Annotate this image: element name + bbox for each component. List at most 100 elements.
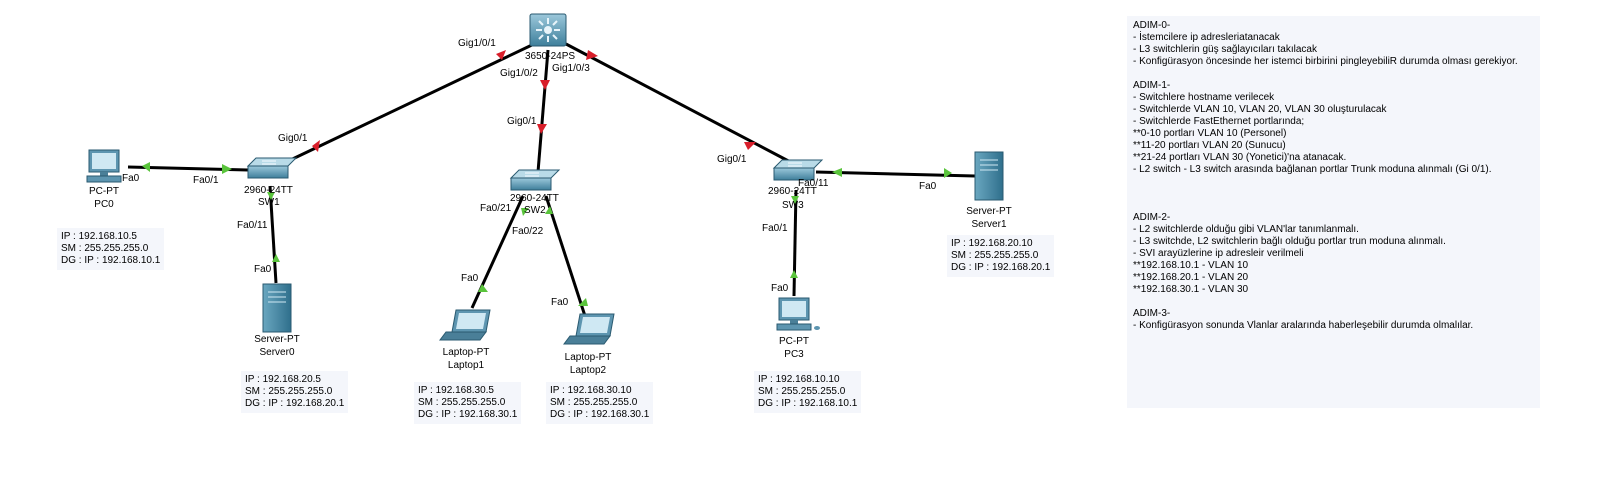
link-status-up [267,192,275,200]
server0-name-label: Server0 [259,347,295,358]
note-line: - Switchlerde FastEthernet portlarında; [1133,116,1305,127]
link-sw3-server1 [815,170,976,178]
server0-ip-info: IP : 192.168.20.5 SM : 255.255.255.0 DG … [241,371,349,413]
laptop2-ip-info: IP : 192.168.30.10 SM : 255.255.255.0 DG… [546,382,654,424]
note-line: **192.168.20.1 - VLAN 20 [1133,272,1249,283]
pc3-name-label: PC3 [784,349,804,360]
link-status-down [537,124,547,134]
pc-icon[interactable] [86,149,122,183]
server1-ip-info: IP : 192.168.20.10 SM : 255.255.255.0 DG… [947,235,1055,277]
note-line: **0-10 portları VLAN 10 (Personel) [1133,128,1287,139]
instructions-note: ADIM-0-- İstemcilere ip adresleriatanaca… [1127,16,1540,408]
port-label: Fa0/22 [512,226,544,237]
note-line: - Switchlere hostname verilecek [1133,92,1275,103]
note-line: - L2 switchlerde olduğu gibi VLAN'lar ta… [1133,224,1359,235]
server-icon[interactable] [262,283,292,333]
gateway-line: DG : IP : 192.168.10.1 [758,398,858,409]
note-line: ADIM-0- [1133,20,1171,31]
note-line [1133,200,1534,212]
switch-icon[interactable] [246,157,298,179]
note-line [1133,68,1534,80]
port-label: Gig1/0/1 [458,38,496,49]
laptop1-name-label: Laptop1 [447,360,485,371]
subnet-line: SM : 255.255.255.0 [61,243,149,254]
note-line: **21-24 portları VLAN 30 (Yonetici)'na a… [1133,152,1347,163]
gateway-line: DG : IP : 192.168.30.1 [418,409,518,420]
link-status-up [222,164,232,174]
port-label: Gig0/1 [507,116,537,127]
switch-icon[interactable] [509,169,561,191]
note-line: - Konfigürasyon sonunda Vlanlar araların… [1133,320,1474,331]
ip-line: IP : 192.168.30.5 [418,385,494,396]
sw3-model-label: 2960-24TT [768,186,817,197]
pc0-name-label: PC0 [94,199,114,210]
port-label: Fa0 [254,264,272,275]
link-sw1-server0 [268,185,278,284]
note-line: - SVI arayüzlerine ip adresleir verilmel… [1133,248,1304,259]
gateway-line: DG : IP : 192.168.10.1 [61,255,161,266]
note-line: **192.168.30.1 - VLAN 30 [1133,284,1249,295]
port-label: Gig1/0/3 [552,63,590,74]
link-status-up [478,284,488,292]
sw2-model-label: 2960-24TT [510,193,559,204]
gateway-line: DG : IP : 192.168.20.1 [245,398,345,409]
sw2-name-label: SW2 [524,205,546,216]
pc-icon[interactable] [776,297,820,331]
ip-line: IP : 192.168.20.10 [951,238,1033,249]
note-line: ADIM-2- [1133,212,1171,223]
note-line [1133,296,1534,308]
note-line: **192.168.10.1 - VLAN 10 [1133,260,1249,271]
link-l3-sw2 [536,49,550,173]
link-status-down [586,50,598,60]
note-line: ADIM-3- [1133,308,1171,319]
laptop-icon[interactable] [563,313,615,345]
link-status-down [540,80,550,90]
link-l3-sw1 [281,42,535,166]
switch-icon[interactable] [772,159,824,181]
port-label: Fa0/1 [762,223,788,234]
gateway-line: DG : IP : 192.168.20.1 [951,262,1051,273]
laptop2-name-label: Laptop2 [569,365,607,376]
link-status-up [578,298,588,306]
link-status-up [545,206,553,214]
laptop2-type-label: Laptop-PT [564,352,612,363]
link-status-down [312,140,320,152]
port-label: Fa0/1 [193,175,219,186]
note-line: - İstemcilere ip adresleriatanacak [1133,32,1280,43]
ip-line: IP : 192.168.10.10 [758,374,840,385]
port-label: Fa0/11 [798,178,829,189]
subnet-line: SM : 255.255.255.0 [951,250,1039,261]
port-label: Gig0/1 [278,133,308,144]
subnet-line: SM : 255.255.255.0 [245,386,333,397]
sw1-name-label: SW1 [258,197,280,208]
ip-line: IP : 192.168.20.5 [245,374,321,385]
link-status-up [521,208,529,216]
port-label: Fa0 [461,273,479,284]
note-line: - Switchlerde VLAN 10, VLAN 20, VLAN 30 … [1133,104,1387,115]
port-label: Gig0/1 [717,154,747,165]
note-line: - L3 switchlerin güş sağlayıcıları takıl… [1133,44,1317,55]
port-label: Fa0 [122,173,140,184]
laptop-icon[interactable] [439,309,491,341]
link-sw2-laptop2 [544,195,587,317]
link-status-up [791,196,799,204]
ip-line: IP : 192.168.30.10 [550,385,632,396]
link-status-up [272,254,280,262]
subnet-line: SM : 255.255.255.0 [550,397,638,408]
l3-switch-label: 3650-24PS [525,51,576,62]
port-label: Fa0/21 [480,203,512,214]
laptop1-type-label: Laptop-PT [442,347,490,358]
gateway-line: DG : IP : 192.168.30.1 [550,409,650,420]
subnet-line: SM : 255.255.255.0 [418,397,506,408]
sw1-model-label: 2960-24TT [244,185,293,196]
pc0-ip-info: IP : 192.168.10.5 SM : 255.255.255.0 DG … [57,228,165,270]
pc3-ip-info: IP : 192.168.10.10 SM : 255.255.255.0 DG… [754,371,862,413]
server-icon[interactable] [974,151,1004,201]
multilayer-switch-icon[interactable] [529,13,567,47]
link-status-up [944,168,952,178]
server1-type-label: Server-PT [966,206,1012,217]
link-l3-sw3 [565,42,799,168]
pc0-type-label: PC-PT [89,186,119,197]
note-line: - L2 switch - L3 switch arasında bağlana… [1133,164,1492,175]
